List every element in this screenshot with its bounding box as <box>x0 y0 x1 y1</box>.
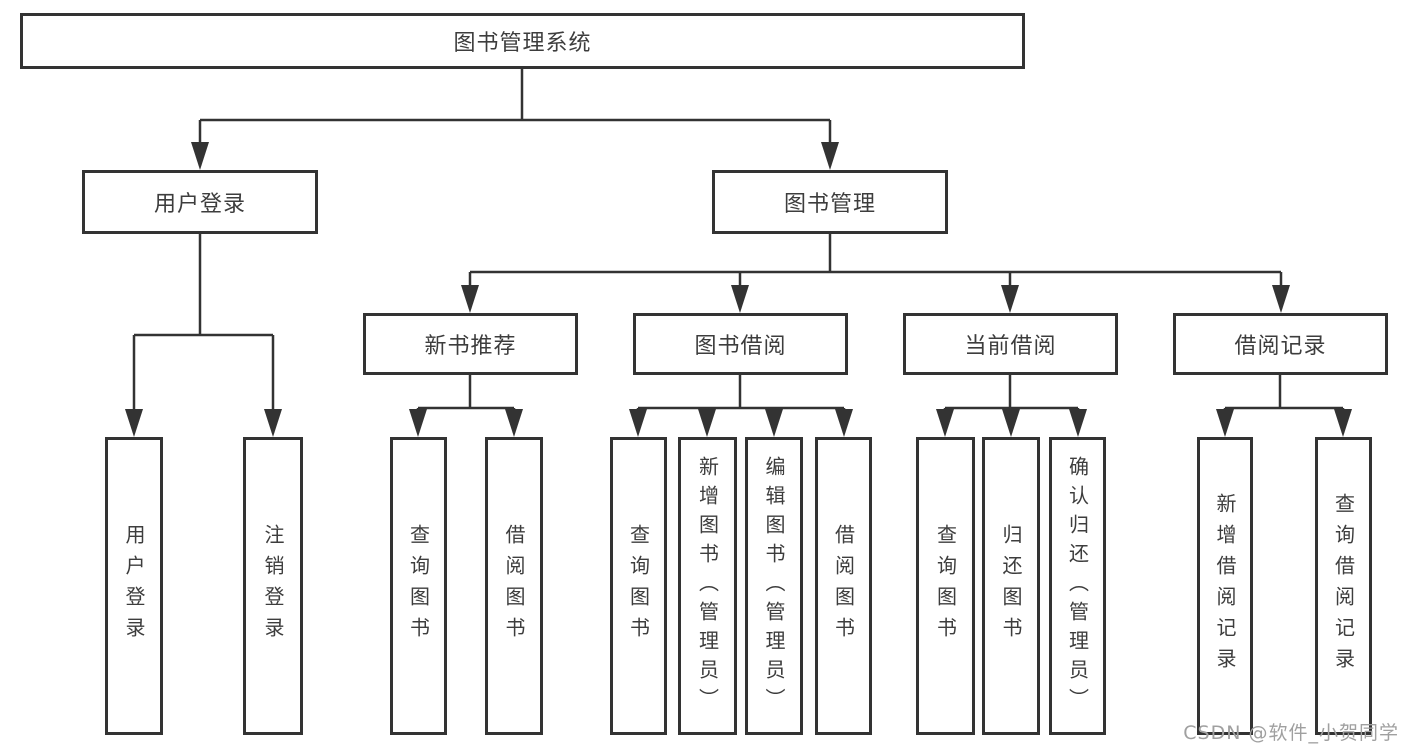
csdn-watermark: CSDN @软件_小贺同学 <box>1183 722 1399 744</box>
leaf-add-borrow-record: 新增借阅记录 <box>1197 437 1253 735</box>
leaf-query-book-3-label: 查询图书 <box>933 524 958 648</box>
node-borrow-record: 借阅记录 <box>1173 313 1388 375</box>
arrowhead-icons <box>125 142 1352 437</box>
leaf-edit-book-admin: 编辑图书（管理员） <box>745 437 803 735</box>
node-current-borrow: 当前借阅 <box>903 313 1118 375</box>
leaf-borrow-book-1-label: 借阅图书 <box>502 524 526 648</box>
leaf-query-book-2-label: 查询图书 <box>626 524 651 648</box>
leaf-borrow-book-2-label: 借阅图书 <box>831 524 856 648</box>
node-root-label: 图书管理系统 <box>453 31 592 56</box>
node-new-book-recommend: 新书推荐 <box>363 313 578 375</box>
leaf-logout: 注销登录 <box>243 437 303 735</box>
node-book-management: 图书管理 <box>712 170 948 234</box>
leaf-add-book-admin-label: 新增图书（管理员） <box>695 455 720 717</box>
leaf-query-borrow-record-label: 查询借阅记录 <box>1331 493 1356 679</box>
node-current-borrow-label: 当前借阅 <box>964 334 1057 359</box>
node-book-borrow-label: 图书借阅 <box>694 334 787 359</box>
node-borrow-record-label: 借阅记录 <box>1234 334 1327 359</box>
node-user-login-label: 用户登录 <box>153 192 246 217</box>
leaf-add-borrow-record-label: 新增借阅记录 <box>1213 493 1237 679</box>
leaf-user-login: 用户登录 <box>105 437 163 735</box>
leaf-confirm-return-admin-label: 确认归还（管理员） <box>1065 455 1090 717</box>
leaf-edit-book-admin-label: 编辑图书（管理员） <box>762 455 786 717</box>
node-new-book-recommend-label: 新书推荐 <box>424 334 517 359</box>
leaf-confirm-return-admin: 确认归还（管理员） <box>1049 437 1106 735</box>
leaf-query-book-2: 查询图书 <box>610 437 667 735</box>
leaf-query-book-1-label: 查询图书 <box>406 524 431 648</box>
leaf-logout-label: 注销登录 <box>261 524 285 648</box>
node-user-login: 用户登录 <box>82 170 318 234</box>
node-root: 图书管理系统 <box>20 13 1025 69</box>
node-book-borrow: 图书借阅 <box>633 313 848 375</box>
node-book-management-label: 图书管理 <box>783 192 876 217</box>
leaf-return-book: 归还图书 <box>982 437 1040 735</box>
leaf-add-book-admin: 新增图书（管理员） <box>678 437 737 735</box>
leaf-query-book-3: 查询图书 <box>916 437 975 735</box>
leaf-user-login-label: 用户登录 <box>122 524 146 648</box>
leaf-query-borrow-record: 查询借阅记录 <box>1315 437 1372 735</box>
leaf-borrow-book-2: 借阅图书 <box>815 437 872 735</box>
leaf-borrow-book-1: 借阅图书 <box>485 437 543 735</box>
leaf-return-book-label: 归还图书 <box>999 524 1023 648</box>
leaf-query-book-1: 查询图书 <box>390 437 447 735</box>
